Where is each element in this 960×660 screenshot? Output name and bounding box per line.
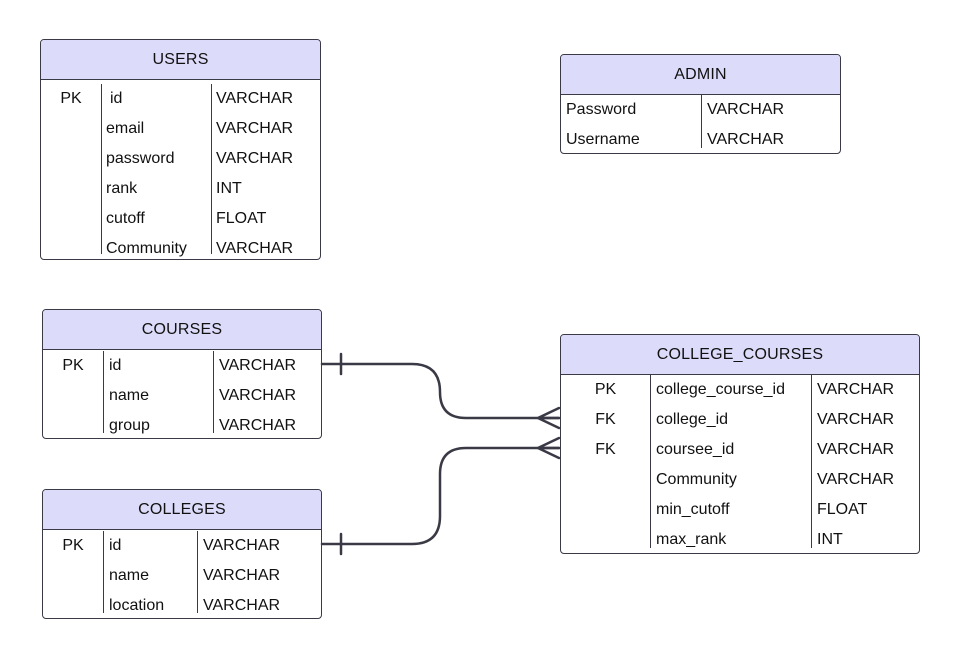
college-courses-field-name: max_rank bbox=[656, 531, 727, 548]
users-field-name: cutoff bbox=[106, 210, 145, 227]
colleges-key-column: PK bbox=[43, 531, 103, 613]
college-courses-row-key bbox=[561, 495, 650, 525]
courses-row-key bbox=[43, 381, 103, 411]
entity-users-title: USERS bbox=[41, 40, 320, 80]
colleges-field-name: id bbox=[109, 537, 122, 554]
admin-field-type: VARCHAR bbox=[707, 101, 785, 118]
users-field-type: VARCHAR bbox=[216, 90, 294, 107]
courses-row-key bbox=[43, 411, 103, 438]
entity-colleges-title: COLLEGES bbox=[43, 490, 321, 530]
college-courses-field-name: college_course_id bbox=[656, 381, 785, 398]
college-courses-key-column: PK FK FK bbox=[561, 375, 650, 548]
courses-field-type: VARCHAR bbox=[219, 387, 297, 404]
courses-key-column: PK bbox=[43, 351, 103, 433]
colleges-field-type: VARCHAR bbox=[203, 597, 281, 614]
entity-college-courses-body: PK FK FK college_course_id college_id co… bbox=[561, 375, 919, 553]
entity-courses-body: PK id name group VARCHAR VARCHAR VARCHAR bbox=[43, 350, 321, 438]
college-courses-field-type: VARCHAR bbox=[817, 381, 895, 398]
users-row-key bbox=[41, 114, 101, 144]
users-key-column: PK bbox=[41, 84, 101, 254]
college-courses-field-type: INT bbox=[817, 531, 843, 548]
users-field-type: VARCHAR bbox=[216, 120, 294, 137]
entity-courses-title: COURSES bbox=[43, 310, 321, 350]
admin-name-column: Password Username bbox=[561, 95, 701, 148]
college-courses-type-column: VARCHAR VARCHAR VARCHAR VARCHAR FLOAT IN… bbox=[811, 375, 919, 548]
college-courses-field-type: VARCHAR bbox=[817, 441, 895, 458]
college-courses-row-key: FK bbox=[595, 441, 616, 458]
users-field-type: VARCHAR bbox=[216, 150, 294, 167]
colleges-field-name: location bbox=[109, 597, 165, 614]
admin-field-name: Password bbox=[566, 101, 637, 118]
many-marker-colleges bbox=[536, 436, 561, 460]
entity-admin-title: ADMIN bbox=[561, 55, 840, 95]
relationship-courses-college-courses[interactable] bbox=[320, 362, 561, 420]
users-row-key bbox=[41, 174, 101, 204]
users-field-name: id bbox=[110, 90, 123, 107]
courses-field-name: id bbox=[109, 357, 122, 374]
courses-field-name: name bbox=[109, 387, 150, 404]
entity-colleges[interactable]: COLLEGES PK id name location VARCHAR VAR… bbox=[42, 489, 322, 619]
admin-field-name: Username bbox=[566, 131, 640, 148]
colleges-row-key bbox=[43, 591, 103, 618]
college-courses-row-key bbox=[561, 525, 650, 553]
users-field-name: email bbox=[106, 120, 145, 137]
colleges-field-type: VARCHAR bbox=[203, 567, 281, 584]
courses-field-name: group bbox=[109, 417, 150, 434]
users-field-type: INT bbox=[216, 180, 242, 197]
entity-users-body: PK id email password rank cutoff Communi… bbox=[41, 80, 320, 259]
users-name-column: id email password rank cutoff Community bbox=[101, 84, 211, 257]
college-courses-field-type: VARCHAR bbox=[817, 471, 895, 488]
college-courses-name-column: college_course_id college_id coursee_id … bbox=[650, 375, 811, 548]
entity-admin-body: Password Username VARCHAR VARCHAR bbox=[561, 95, 840, 153]
entity-colleges-body: PK id name location VARCHAR VARCHAR VARC… bbox=[43, 530, 321, 618]
entity-courses[interactable]: COURSES PK id name group VARCHAR VARCHAR… bbox=[42, 309, 322, 439]
admin-field-type: VARCHAR bbox=[707, 131, 785, 148]
courses-row-key: PK bbox=[62, 357, 84, 374]
college-courses-field-name: min_cutoff bbox=[656, 501, 730, 518]
users-type-column: VARCHAR VARCHAR VARCHAR INT FLOAT VARCHA… bbox=[211, 84, 320, 257]
college-courses-field-name: college_id bbox=[656, 411, 729, 428]
many-marker-courses bbox=[536, 406, 561, 430]
college-courses-field-type: FLOAT bbox=[817, 501, 868, 518]
entity-college-courses[interactable]: COLLEGE_COURSES PK FK FK college_course_… bbox=[560, 334, 920, 554]
users-row-key bbox=[41, 144, 101, 174]
users-row-key bbox=[41, 204, 101, 234]
courses-type-column: VARCHAR VARCHAR VARCHAR bbox=[213, 351, 321, 434]
users-row-key bbox=[41, 234, 101, 259]
admin-type-column: VARCHAR VARCHAR bbox=[701, 95, 840, 148]
users-field-type: FLOAT bbox=[216, 210, 267, 227]
college-courses-field-name: coursee_id bbox=[656, 441, 735, 458]
college-courses-row-key: PK bbox=[594, 381, 617, 398]
courses-field-type: VARCHAR bbox=[219, 417, 297, 434]
colleges-row-key: PK bbox=[62, 537, 84, 554]
colleges-row-key bbox=[43, 561, 103, 591]
colleges-field-name: name bbox=[109, 567, 150, 584]
college-courses-field-name: Community bbox=[656, 471, 737, 488]
colleges-field-type: VARCHAR bbox=[203, 537, 281, 554]
entity-admin[interactable]: ADMIN Password Username VARCHAR VARCHAR bbox=[560, 54, 841, 154]
colleges-name-column: id name location bbox=[103, 531, 197, 614]
courses-name-column: id name group bbox=[103, 351, 213, 434]
users-field-name: Community bbox=[106, 240, 187, 257]
college-courses-row-key: FK bbox=[595, 411, 616, 428]
users-row-key: PK bbox=[60, 90, 82, 107]
colleges-type-column: VARCHAR VARCHAR VARCHAR bbox=[197, 531, 321, 614]
users-field-name: rank bbox=[106, 180, 138, 197]
users-field-type: VARCHAR bbox=[216, 240, 294, 257]
college-courses-field-type: VARCHAR bbox=[817, 411, 895, 428]
relationship-colleges-college-courses[interactable] bbox=[320, 446, 561, 546]
college-courses-row-key bbox=[561, 465, 650, 495]
courses-field-type: VARCHAR bbox=[219, 357, 297, 374]
entity-college-courses-title: COLLEGE_COURSES bbox=[561, 335, 919, 375]
users-field-name: password bbox=[106, 150, 175, 167]
entity-users[interactable]: USERS PK id email password rank cutoff C… bbox=[40, 39, 321, 260]
